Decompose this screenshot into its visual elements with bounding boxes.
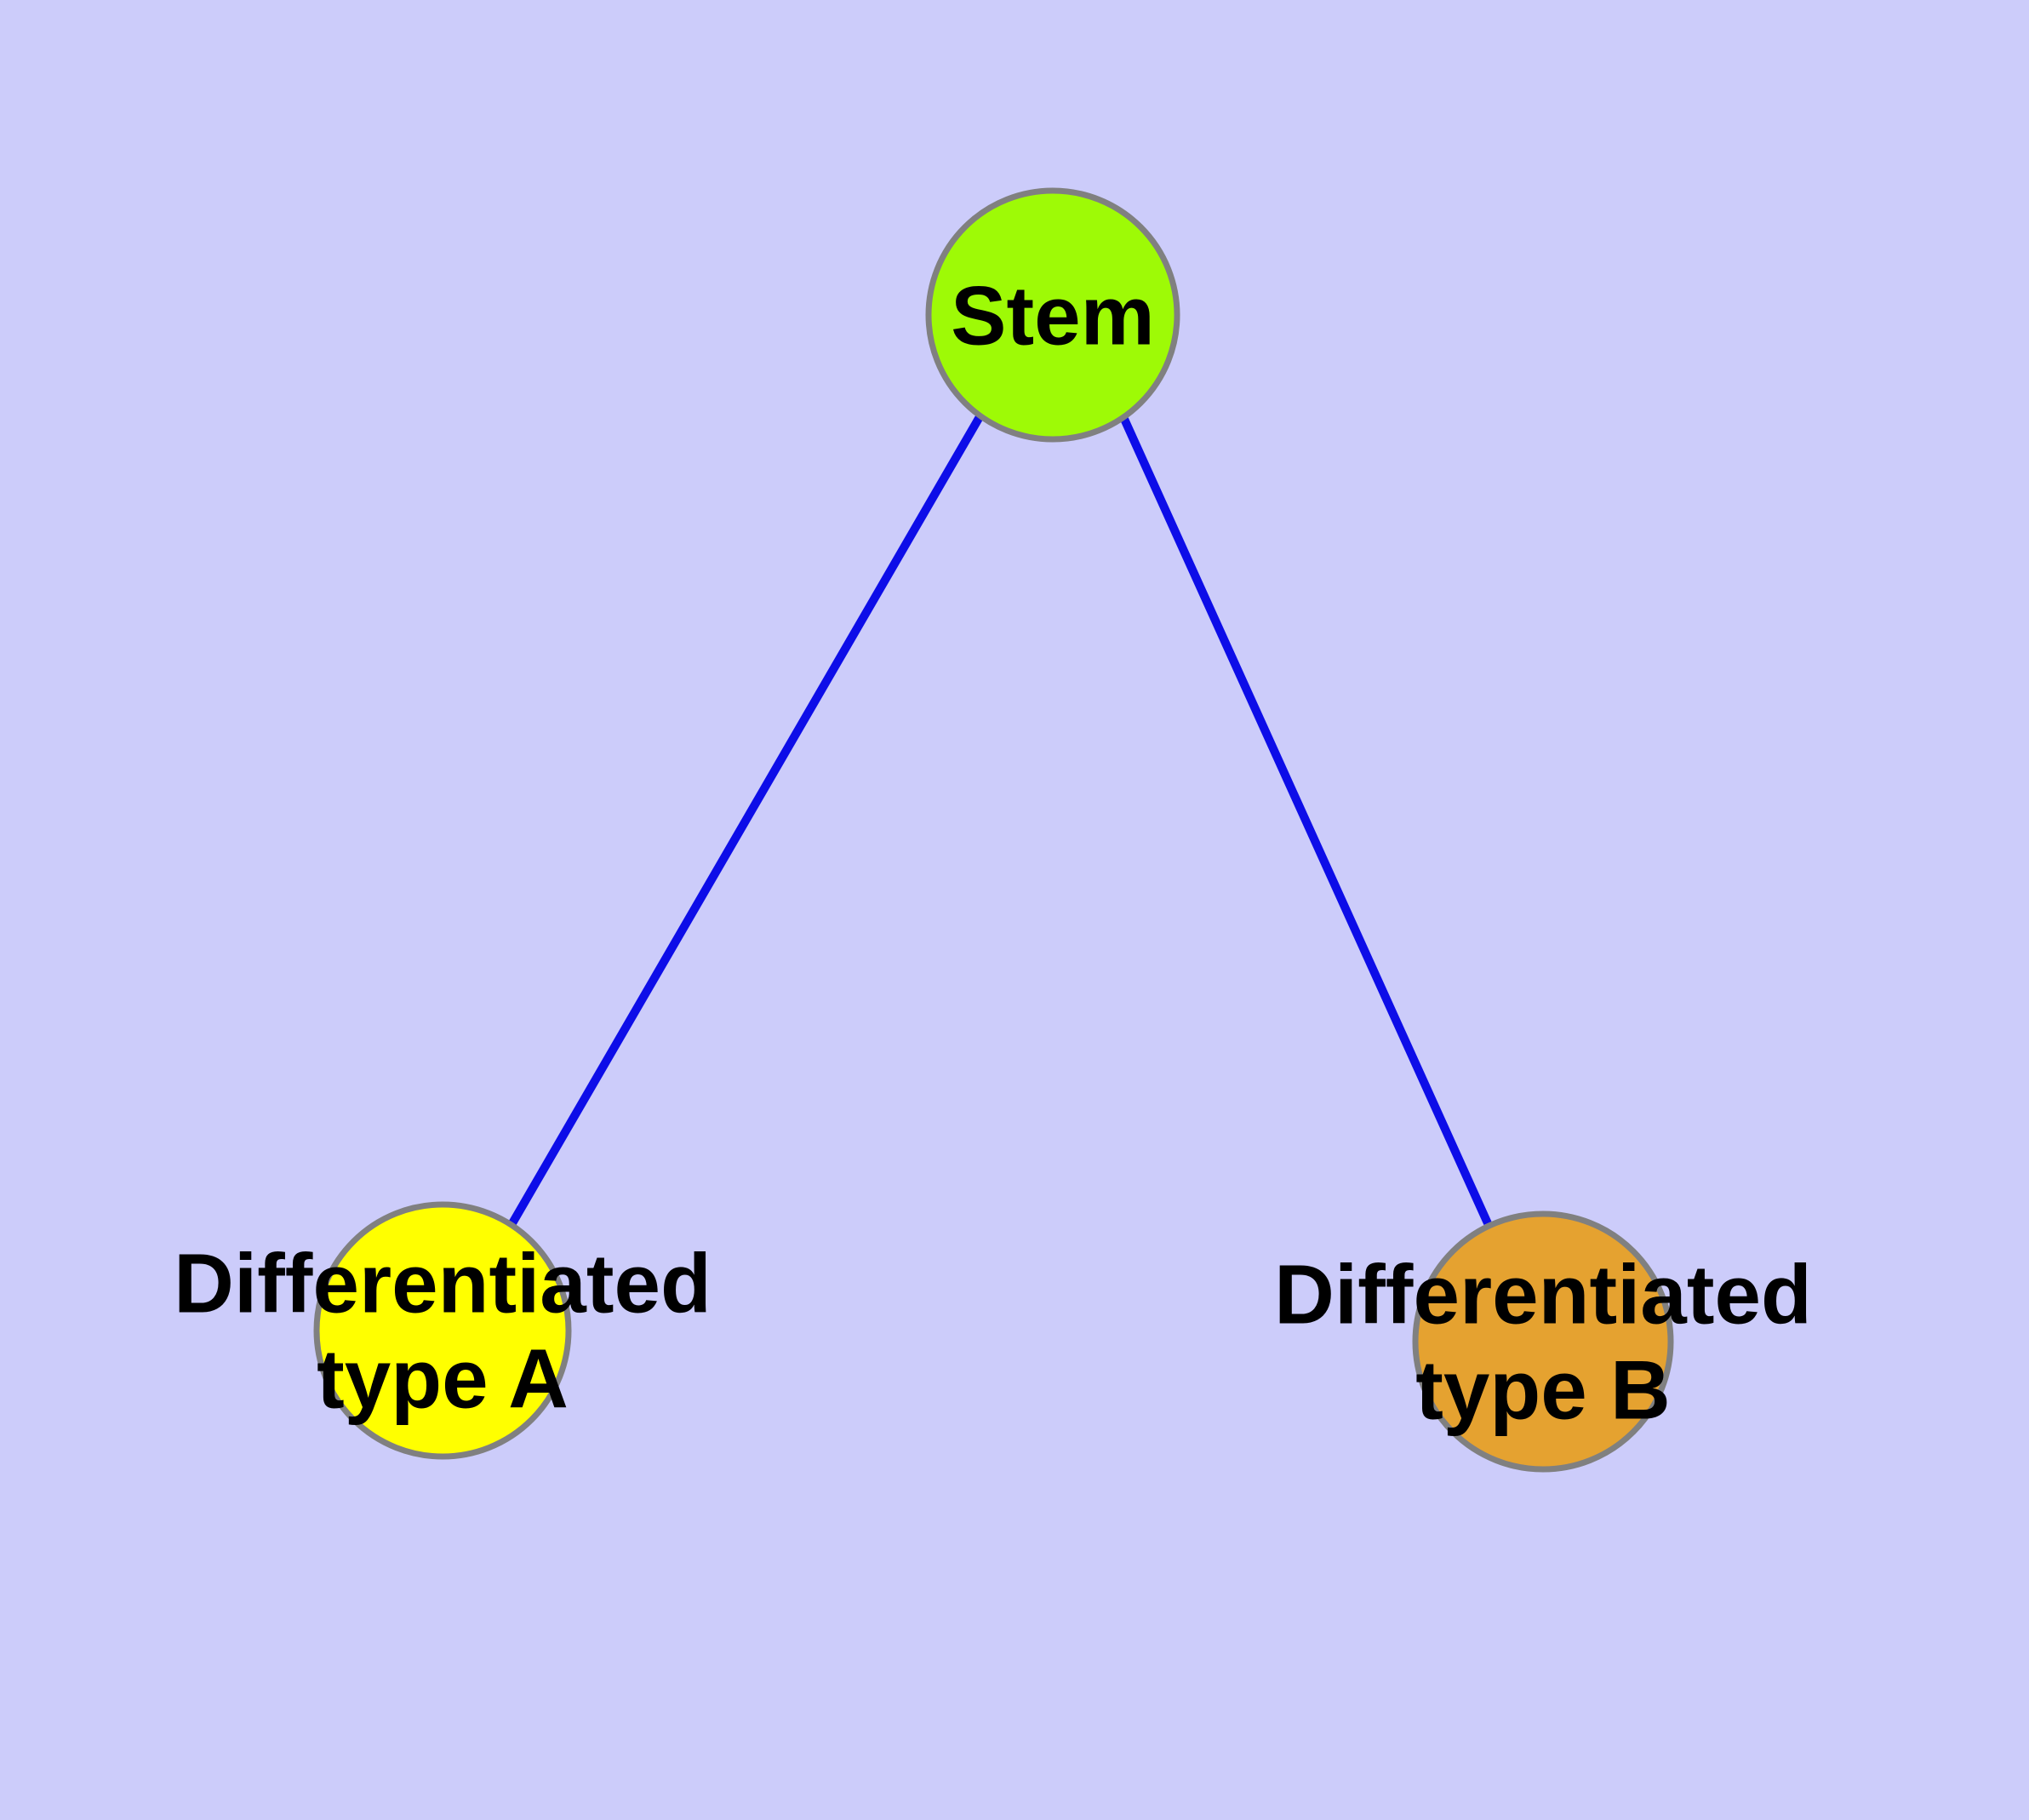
edge-layer: [508, 413, 1492, 1226]
label-line: Differentiated: [1274, 1247, 1812, 1341]
node-stem-circle[interactable]: [925, 187, 1180, 443]
label-line: Stem: [951, 268, 1155, 362]
node-stem[interactable]: Stem: [925, 187, 1180, 443]
label-line: type B: [1415, 1342, 1671, 1436]
label-line: Differentiated: [174, 1236, 712, 1330]
node-diff-a-circle[interactable]: [313, 1201, 572, 1460]
node-stem-label: Stem: [951, 268, 1155, 362]
edge-stem-to-diff-b[interactable]: [1119, 415, 1492, 1226]
label-line: type A: [317, 1331, 569, 1425]
edge-stem-to-diff-a[interactable]: [508, 413, 985, 1226]
node-diff-b-circle[interactable]: [1412, 1210, 1674, 1473]
